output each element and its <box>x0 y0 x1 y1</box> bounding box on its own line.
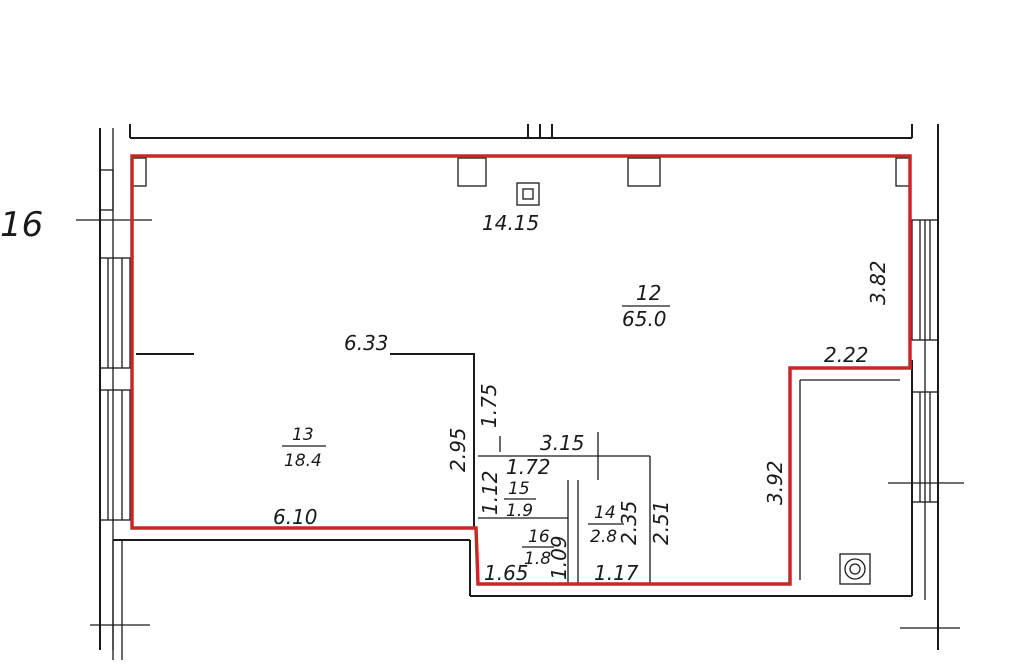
ventilation-shaft-icon <box>516 182 540 206</box>
dim-top-width: 14.15 <box>482 211 539 235</box>
room-number: 16 <box>528 527 550 547</box>
dim-wc-height: 1.12 <box>478 470 502 515</box>
room-area: 65.0 <box>622 307 667 331</box>
columns <box>131 157 911 187</box>
partitions <box>136 353 651 585</box>
dim-right-upper: 3.82 <box>866 260 890 305</box>
room-label-13: 13 18.4 <box>282 425 326 471</box>
room-number: 12 <box>636 281 661 305</box>
dim-room16-height: 1.09 <box>547 535 571 580</box>
dim-room14-side: 2.51 <box>649 500 673 545</box>
dim-room14-height: 2.35 <box>617 500 641 545</box>
room-label-12: 12 65.0 <box>622 281 670 331</box>
dim-notch-width: 2.22 <box>824 343 869 367</box>
room-number: 13 <box>292 425 314 445</box>
dim-vertical-short: 1.75 <box>477 383 501 428</box>
dim-vertical-left: 2.95 <box>446 427 470 472</box>
room-number: 14 <box>594 503 616 523</box>
room-area: 2.8 <box>590 527 617 547</box>
axis-markers <box>76 219 964 629</box>
dim-room14-width: 1.17 <box>594 561 639 585</box>
room-label-16: 16 1.8 <box>522 527 554 569</box>
room-area: 18.4 <box>284 451 322 471</box>
dim-bottom-mid: 1.65 <box>484 561 529 585</box>
dim-corridor-width: 3.15 <box>540 431 585 455</box>
edge-label: 16 <box>0 205 43 245</box>
dim-bottom-left: 6.10 <box>273 505 318 529</box>
room-label-15: 15 1.9 <box>504 479 536 521</box>
room-area: 1.9 <box>506 501 533 521</box>
windows <box>99 169 939 660</box>
premises-boundary <box>130 154 912 586</box>
dim-right-lower: 3.92 <box>763 460 787 505</box>
room-area: 1.8 <box>524 549 551 569</box>
room-label-14: 14 2.8 <box>588 503 624 547</box>
room-number: 15 <box>508 479 530 499</box>
dim-wc-width: 1.72 <box>506 455 551 479</box>
drain-fixture-icon <box>839 553 871 585</box>
dim-partition-length: 6.33 <box>344 331 389 355</box>
